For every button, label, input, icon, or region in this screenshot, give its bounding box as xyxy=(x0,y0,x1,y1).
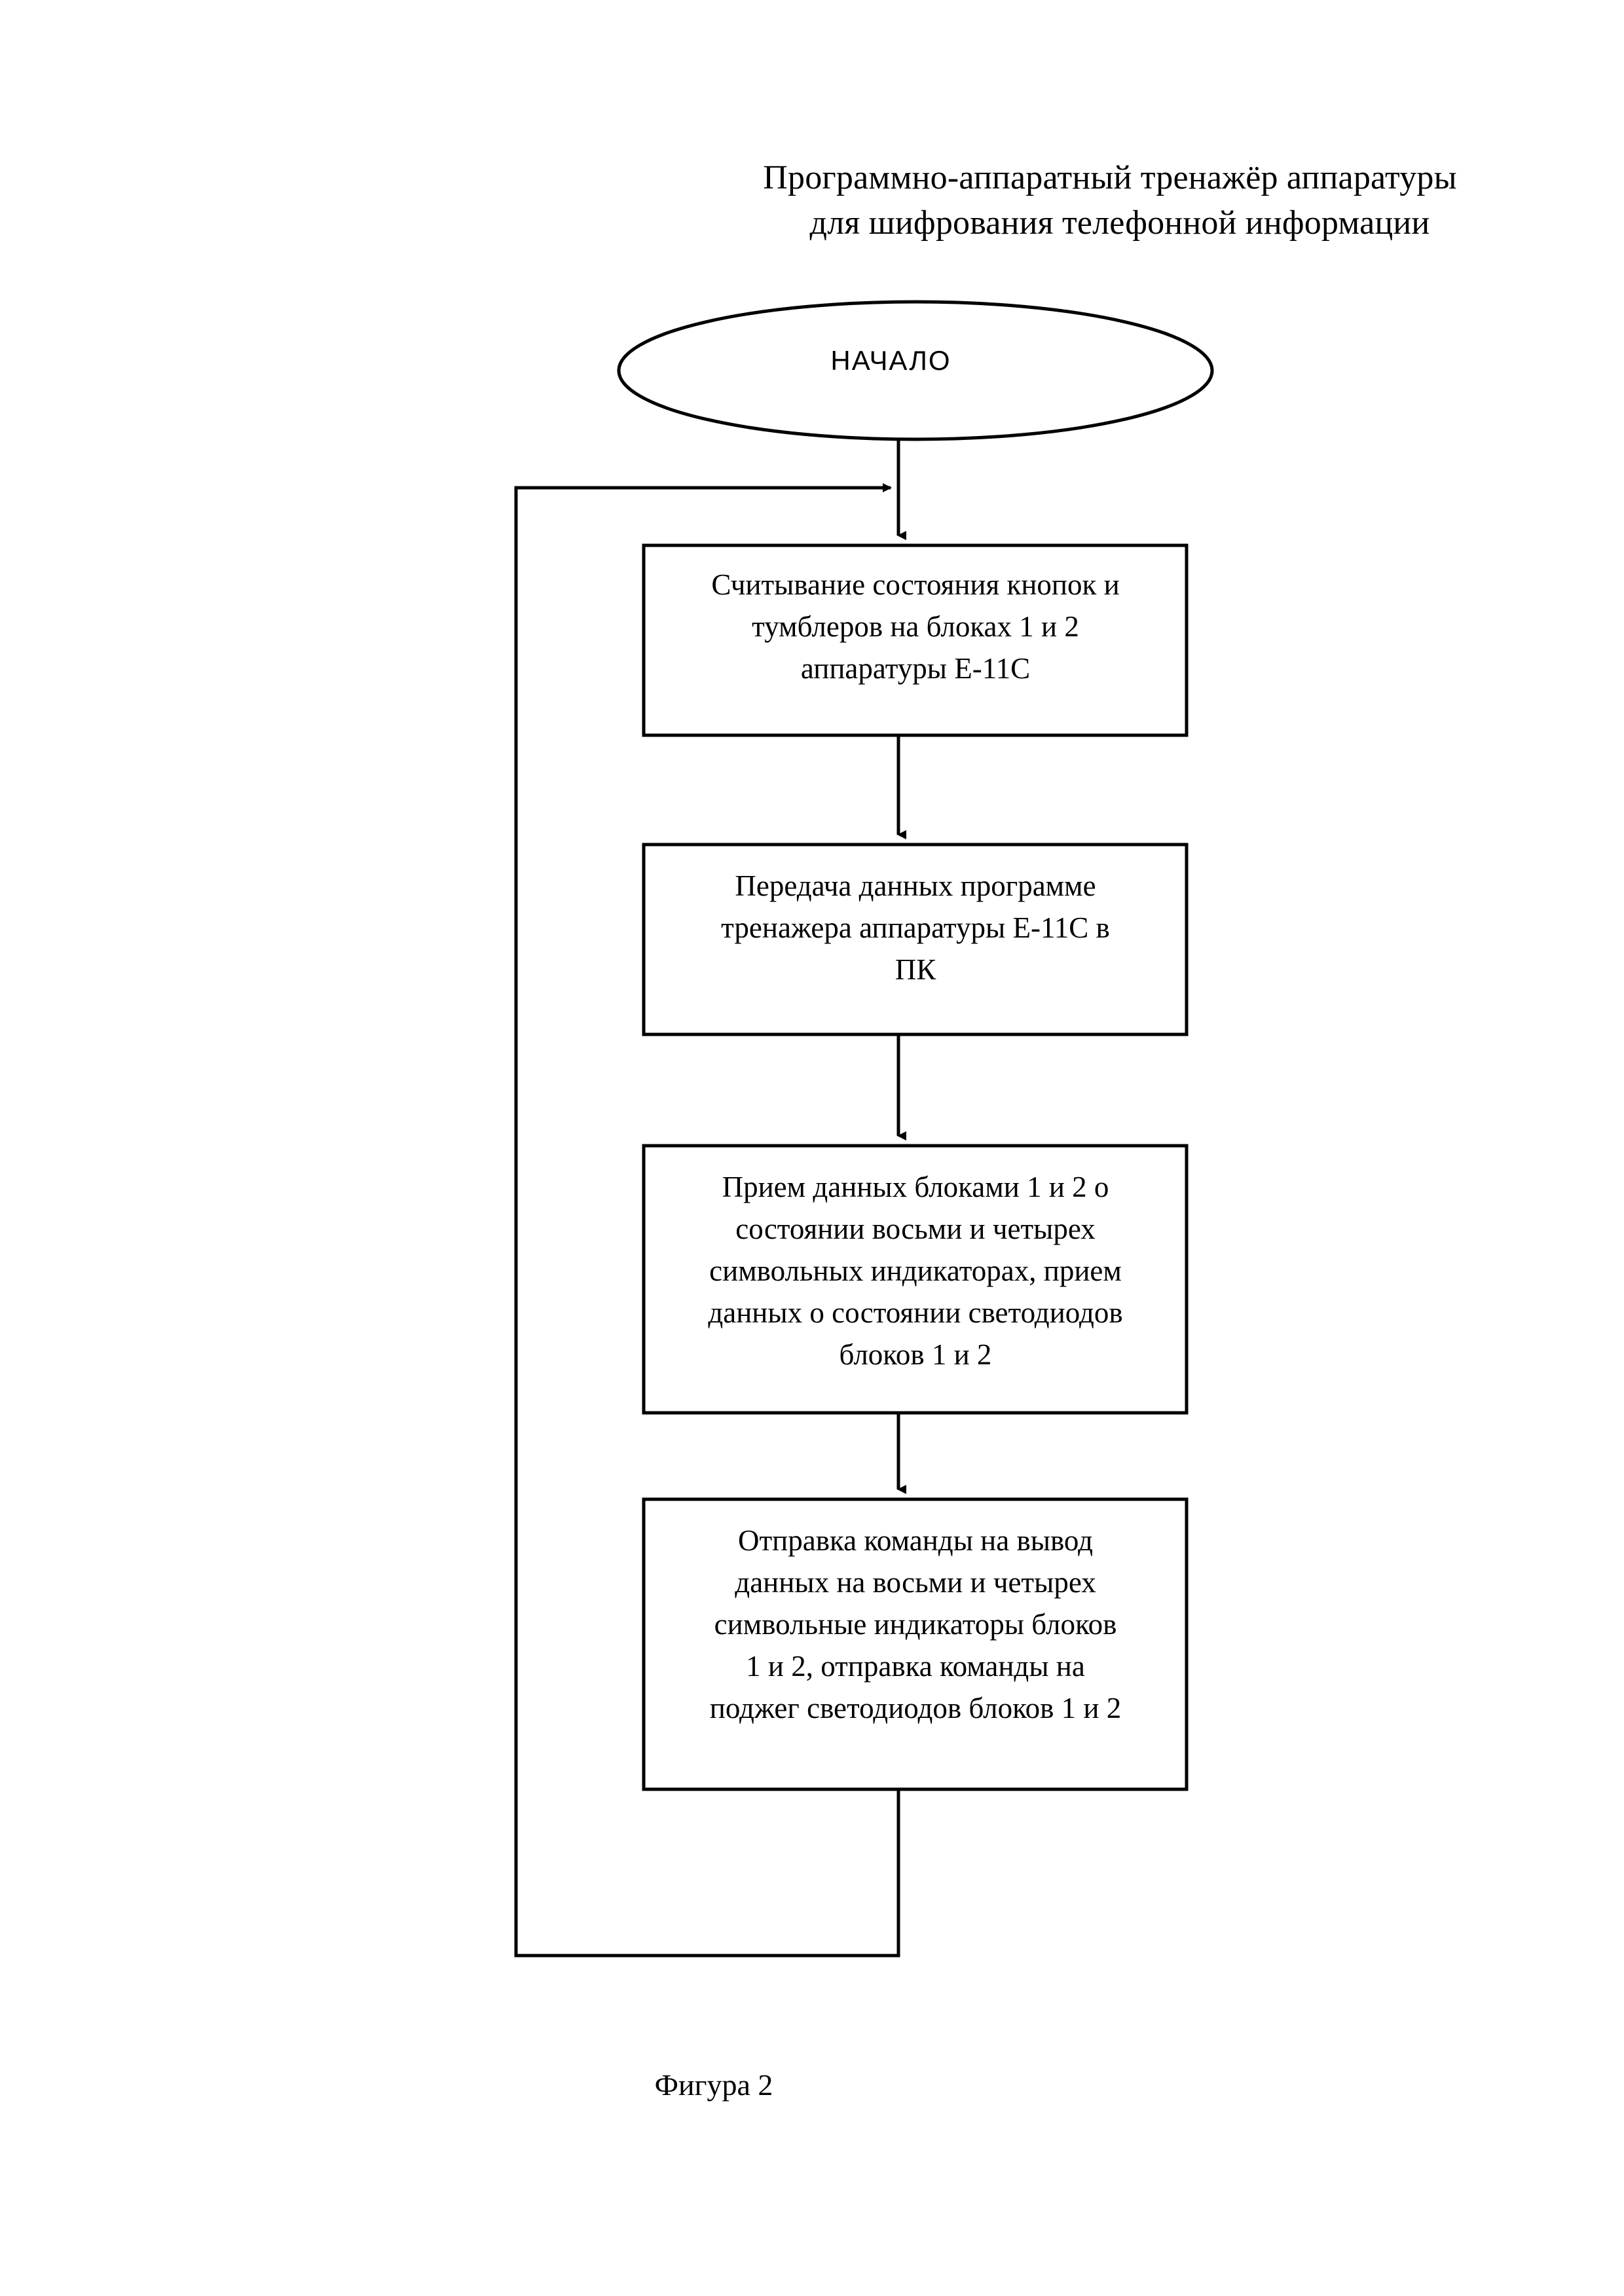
process-box-4-shape xyxy=(642,1497,1189,1791)
title-line-2: для шифрования телефонной информации xyxy=(809,204,1430,242)
figure-caption: Фигура 2 xyxy=(654,2068,773,2102)
process-box-2-shape xyxy=(642,843,1189,1036)
box4-line-2: данных на восьми и четырех xyxy=(735,1565,1096,1599)
box4-line-5: поджег светодиодов блоков 1 и 2 xyxy=(709,1691,1122,1724)
box2-line-2: тренажера аппаратуры Е-11С в xyxy=(721,911,1110,944)
process-box-1-label: Считывание состояния кнопок и тумблеров … xyxy=(663,564,1168,690)
box4-line-1: Отправка команды на вывод xyxy=(737,1524,1094,1557)
box3-line-4: данных о состоянии светодиодов xyxy=(708,1296,1123,1329)
box2-line-1: Передача данных программе xyxy=(735,869,1096,902)
process-box-2-label: Передача данных программе тренажера аппа… xyxy=(663,866,1168,991)
process-box-1-shape xyxy=(642,543,1189,737)
title-line-1: Программно-аппаратный тренажёр аппаратур… xyxy=(763,159,1457,196)
process-box-3-label: Прием данных блоками 1 и 2 о состоянии в… xyxy=(663,1167,1168,1376)
start-terminator-shape xyxy=(617,300,1214,441)
box1-line-3: аппаратуры Е-11С xyxy=(800,651,1031,685)
connector-feedback-loop xyxy=(514,483,900,1958)
process-box-4-label: Отправка команды на вывод данных на вось… xyxy=(663,1520,1168,1729)
start-terminator-label: НАЧАЛО xyxy=(830,345,951,376)
box3-line-1: Прием данных блоками 1 и 2 о xyxy=(722,1171,1109,1203)
box4-line-3: символьные индикаторы блоков xyxy=(714,1607,1117,1641)
box2-line-3: ПК xyxy=(895,953,936,986)
page-title: Программно-аппаратный тренажёр аппаратур… xyxy=(688,156,1532,246)
box3-line-3: символьных индикаторах, прием xyxy=(709,1254,1122,1287)
box3-line-2: состоянии восьми и четырех xyxy=(735,1212,1096,1245)
process-box-3-shape xyxy=(642,1144,1189,1415)
box4-line-4: 1 и 2, отправка команды на xyxy=(746,1649,1085,1683)
box1-line-2: тумблеров на блоках 1 и 2 xyxy=(752,610,1079,643)
box3-line-5: блоков 1 и 2 xyxy=(839,1338,992,1371)
box1-line-1: Считывание состояния кнопок и xyxy=(711,568,1120,601)
